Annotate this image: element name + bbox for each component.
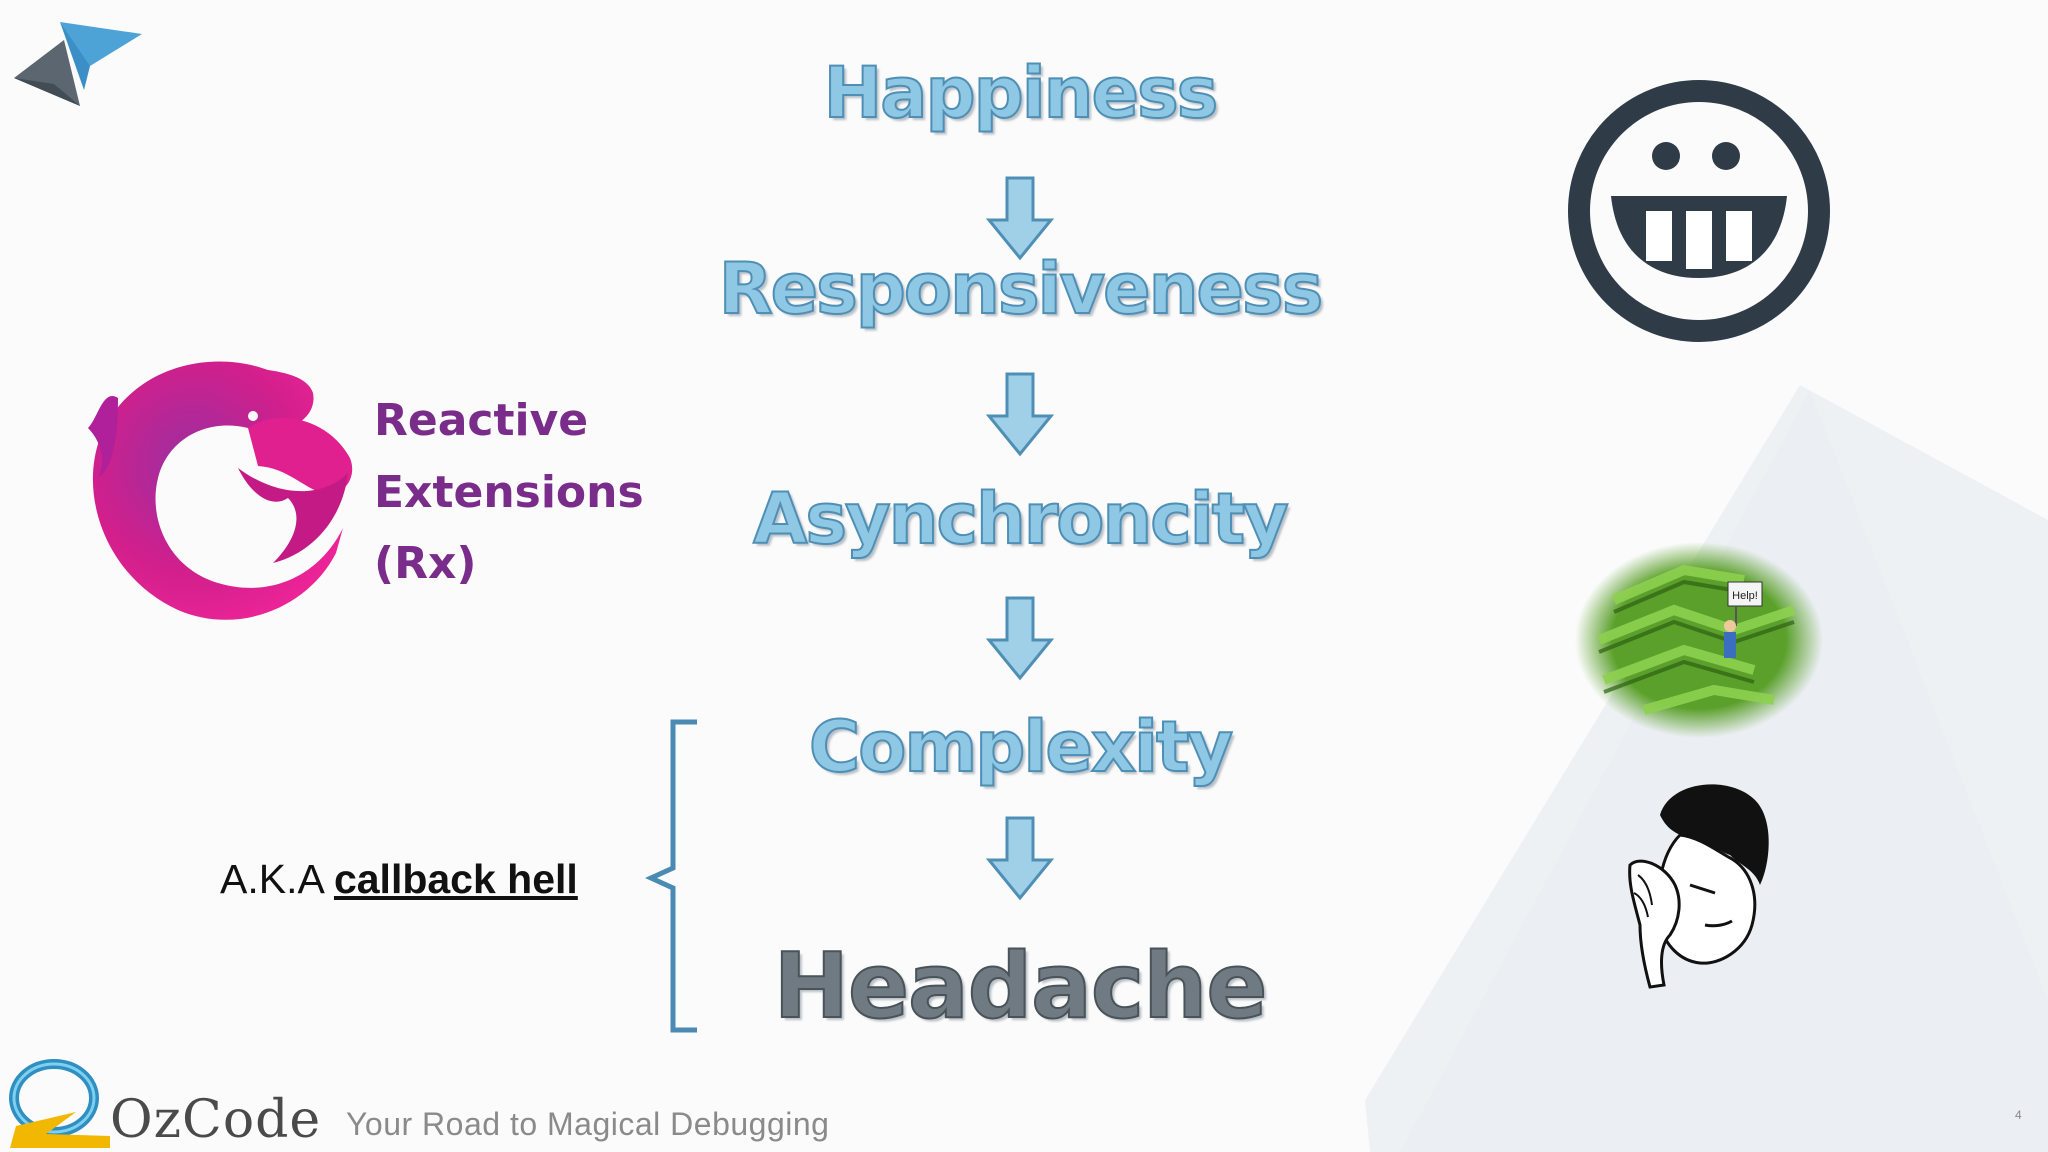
maze-help-sign: Help! — [1732, 590, 1758, 602]
curly-bracket — [645, 718, 705, 1036]
rx-title-line1: Reactive — [374, 395, 588, 446]
flow-step-happiness: Happiness — [580, 52, 1460, 134]
flow-step-responsiveness: Responsiveness — [580, 248, 1460, 330]
ozcode-logo-icon — [6, 1054, 116, 1150]
callback-hell-link[interactable]: callback hell — [334, 856, 578, 902]
grin-face-icon — [1566, 78, 1832, 344]
flow-step-headache: Headache — [580, 934, 1460, 1039]
down-arrow-icon — [985, 596, 1055, 682]
aka-prefix: A.K.A — [220, 856, 334, 902]
down-arrow-icon — [985, 372, 1055, 458]
down-arrow-icon — [985, 816, 1055, 902]
corner-logo-icon — [14, 22, 144, 110]
maze-image: Help! — [1574, 540, 1824, 740]
page-number: 4 — [2015, 1108, 2022, 1122]
ozcode-tagline: Your Road to Magical Debugging — [346, 1106, 829, 1143]
rx-title-line2: Extensions — [374, 467, 644, 518]
flow-step-complexity: Complexity — [580, 706, 1460, 788]
rx-eel-logo-icon — [88, 348, 358, 623]
headache-man-image — [1620, 775, 1780, 995]
aka-callback-hell: A.K.A callback hell — [220, 856, 578, 903]
ozcode-brand: OzCode — [110, 1090, 321, 1150]
flow-step-asynchroncity: Asynchroncity — [580, 478, 1460, 560]
rx-title-line3: (Rx) — [374, 538, 476, 589]
